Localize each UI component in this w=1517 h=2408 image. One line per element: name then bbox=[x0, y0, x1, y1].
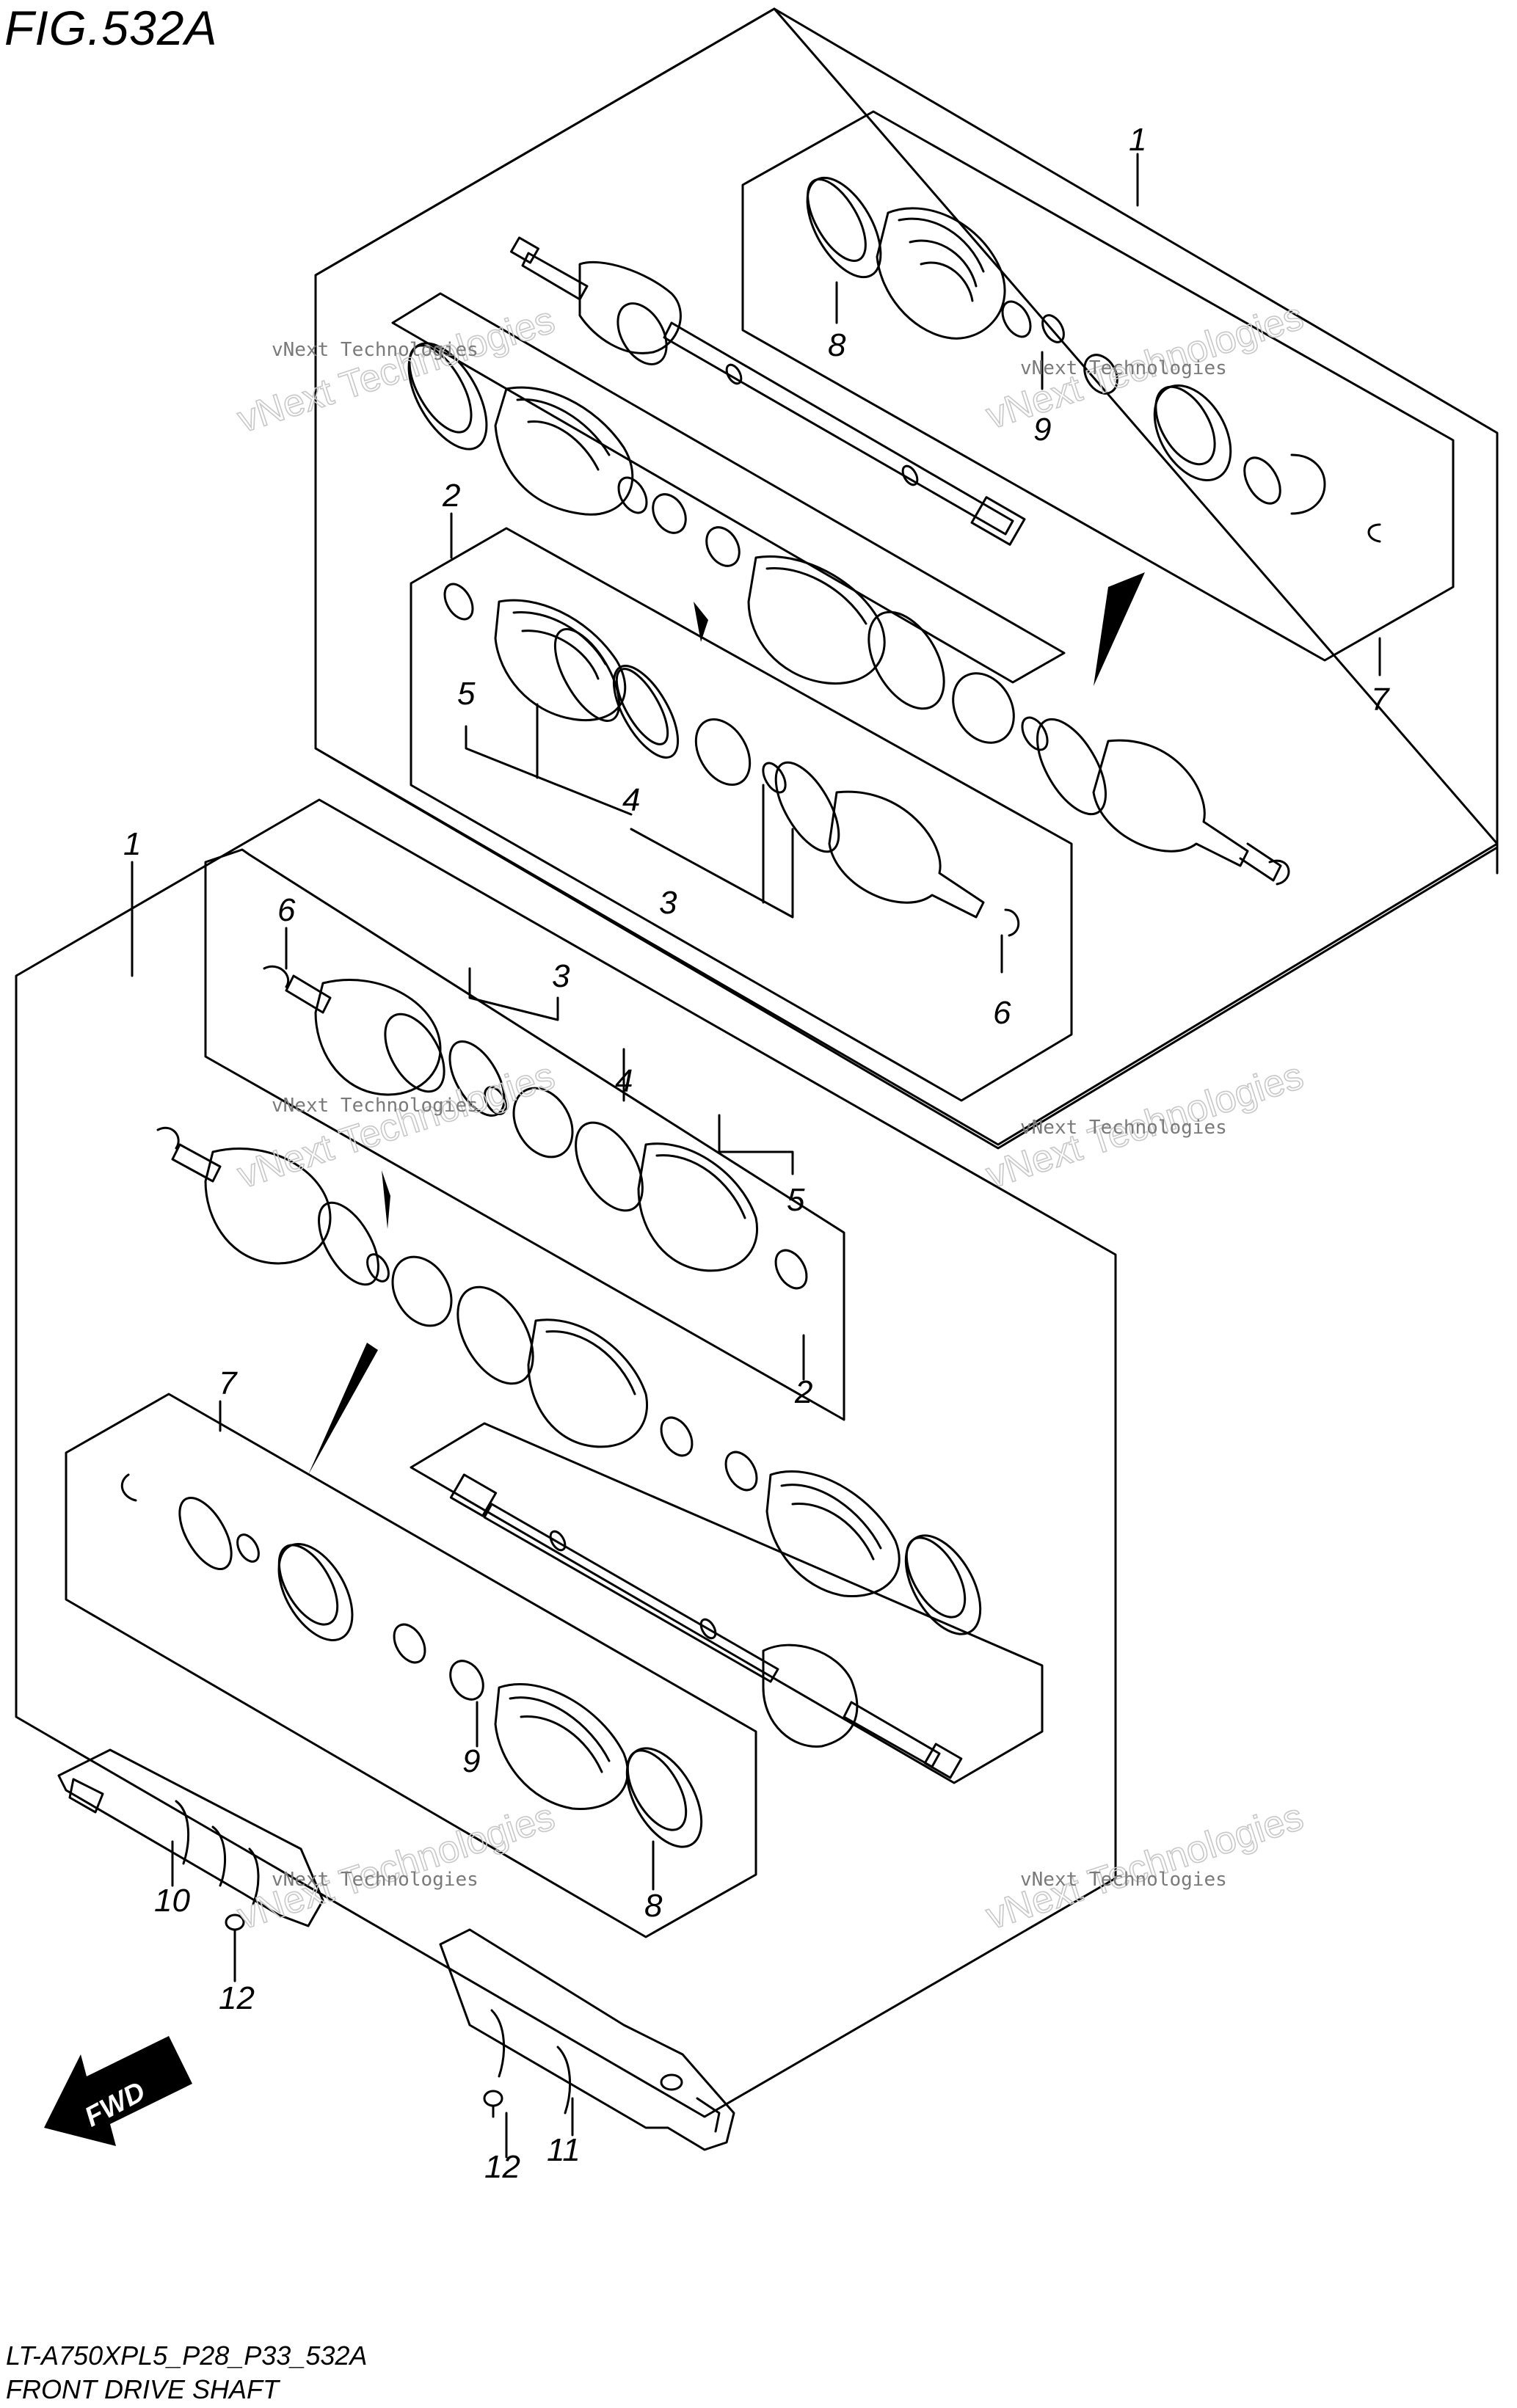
callout-7-top: 7 bbox=[1371, 682, 1390, 718]
watermark-6: vNext Technologies vNext Technologies bbox=[981, 1795, 1309, 1938]
callout-4-bottom: 4 bbox=[615, 1063, 633, 1099]
callout-8-bottom: 8 bbox=[644, 1888, 663, 1924]
callout-2-bottom: 2 bbox=[794, 1374, 812, 1410]
watermark-large: vNext Technologies bbox=[233, 1054, 560, 1197]
callout-8-top: 8 bbox=[828, 327, 846, 363]
callout-6-bottom: 6 bbox=[277, 892, 296, 928]
callout-12-b: 12 bbox=[484, 2149, 520, 2185]
callout-10: 10 bbox=[154, 1883, 190, 1919]
boot-kit-2-top-parts bbox=[407, 342, 1290, 886]
callout-11: 11 bbox=[547, 2132, 581, 2168]
frame-assembly-1-bottom bbox=[15, 798, 1117, 2118]
frame-shaft-bottom bbox=[410, 1422, 1044, 1784]
drive-shaft-top bbox=[510, 236, 1026, 546]
frame-boot-kit-2-top bbox=[410, 527, 1073, 1102]
callout-6-top: 6 bbox=[993, 995, 1011, 1031]
callout-5-bottom: 5 bbox=[787, 1182, 805, 1218]
model-code: LT-A750XPL5_P28_P33_532A bbox=[6, 2340, 368, 2371]
watermark-4: vNext Technologies vNext Technologies bbox=[981, 1054, 1309, 1197]
direction-arrow-top-2 bbox=[1094, 572, 1145, 686]
leader-5-bottom bbox=[718, 1114, 794, 1175]
fwd-arrow: FWD bbox=[44, 2036, 192, 2146]
boot-kit-7-top-parts bbox=[806, 176, 1381, 543]
frame-boot-kit-7-bottom bbox=[65, 1393, 757, 1938]
watermark-small: vNext Technologies bbox=[272, 1869, 479, 1891]
callout-5-top: 5 bbox=[457, 676, 476, 712]
frame-boot-kit-7-top bbox=[741, 110, 1455, 662]
watermark-2: vNext Technologies vNext Technologies bbox=[981, 294, 1309, 438]
watermark-large: vNext Technologies bbox=[981, 1795, 1309, 1938]
drive-shaft-bottom bbox=[449, 1473, 963, 1779]
figure-title: FIG.532A bbox=[4, 1, 218, 55]
leader-3-bottom bbox=[468, 967, 559, 1021]
bolt-12-a bbox=[225, 1913, 245, 1942]
callout-1-bottom: 1 bbox=[123, 826, 141, 862]
frame-assembly-1-top-outline bbox=[314, 7, 1499, 1150]
watermark-small: vNext Technologies bbox=[272, 339, 479, 361]
inner-kit-3-bottom-parts bbox=[263, 965, 808, 1290]
callout-3-top: 3 bbox=[659, 885, 677, 921]
boot-kit-2-bottom-parts bbox=[156, 1126, 694, 1457]
figure-caption: FRONT DRIVE SHAFT bbox=[6, 2374, 280, 2404]
protector-11 bbox=[439, 1928, 735, 2151]
callout-9-top: 9 bbox=[1033, 412, 1051, 448]
protector-10 bbox=[57, 1748, 324, 1927]
callout-2-top: 2 bbox=[442, 478, 460, 514]
watermark-small: vNext Technologies bbox=[1020, 1869, 1227, 1891]
frame-assembly-1-top-right bbox=[773, 7, 1499, 849]
frame-inner-kit-3-bottom bbox=[204, 848, 845, 1421]
leader-5-top bbox=[465, 725, 633, 816]
frame-inner-shaft-top bbox=[391, 292, 1066, 684]
callout-9-bottom: 9 bbox=[462, 1743, 480, 1779]
boot-kit-bottom-right-parts bbox=[724, 1451, 982, 1635]
watermark-small: vNext Technologies bbox=[1020, 357, 1227, 379]
callout-7-bottom: 7 bbox=[219, 1365, 238, 1401]
watermark-large: vNext Technologies bbox=[233, 1795, 560, 1938]
direction-arrow-bottom-1 bbox=[382, 1170, 390, 1229]
boot-kit-7-bottom-parts bbox=[120, 1473, 703, 1848]
direction-arrow-bottom-2 bbox=[308, 1343, 378, 1475]
frame-assembly-1-top bbox=[314, 7, 1499, 1146]
watermark-small: vNext Technologies bbox=[1020, 1117, 1227, 1139]
callout-3-bottom: 3 bbox=[552, 958, 570, 994]
callout-1-top: 1 bbox=[1129, 122, 1146, 158]
leader-3-top bbox=[630, 828, 794, 919]
inner-kit-3-top-parts bbox=[443, 583, 1020, 937]
watermark-3: vNext Technologies vNext Technologies bbox=[232, 1054, 560, 1197]
watermark-small: vNext Technologies bbox=[272, 1095, 479, 1117]
watermark-5: vNext Technologies vNext Technologies bbox=[232, 1795, 560, 1938]
callout-4-top: 4 bbox=[622, 782, 640, 818]
callout-12-a: 12 bbox=[219, 1980, 255, 2016]
bolt-12-b bbox=[483, 2090, 503, 2118]
direction-arrow-top-1 bbox=[694, 602, 708, 642]
